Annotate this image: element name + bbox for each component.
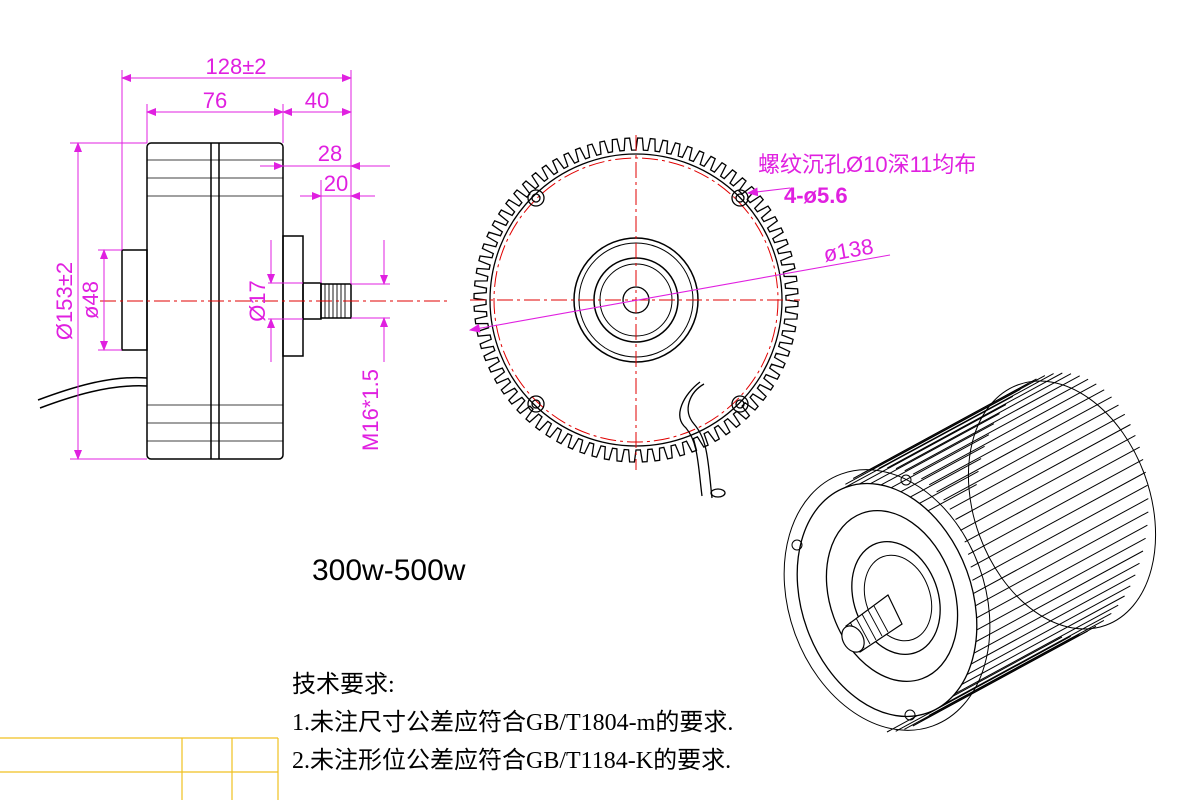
fin-3d: [972, 484, 1148, 581]
fin-3d: [895, 373, 1072, 470]
fin-3d: [878, 373, 1054, 470]
fin-3d: [973, 511, 1149, 608]
thread-holes-note: 螺纹沉孔Ø10深11均布: [758, 152, 976, 177]
dim-shaft-20: 20: [324, 171, 348, 196]
fin-3d: [955, 424, 1131, 520]
fin-3d: [970, 537, 1146, 634]
fin-3d: [949, 595, 1125, 692]
dim-body-length: 76: [203, 88, 227, 113]
bearing-3d: [851, 540, 941, 656]
dim-overall-length: 128±2: [205, 54, 266, 79]
requirements-title: 技术要求:: [292, 671, 395, 698]
fin-3d: [887, 372, 1063, 469]
fin-3d: [967, 550, 1144, 647]
fin-3d: [928, 389, 1105, 486]
mount-holes: [527, 189, 749, 413]
cable-side: [37, 376, 148, 401]
fin-3d: [972, 524, 1148, 621]
holes-note: 4-ø5.6: [784, 183, 848, 208]
fin-3d: [936, 396, 1112, 493]
back-face-3d: [967, 380, 1157, 630]
motor-3d-illustration: [783, 372, 1157, 733]
dim-shaft-total: 40: [305, 88, 329, 113]
fin-3d: [970, 471, 1146, 568]
fin-3d: [895, 635, 1071, 732]
front-hub: [282, 235, 304, 357]
dim-shaft-28: 28: [318, 141, 342, 166]
fin-3d: [973, 498, 1149, 595]
side-dimensions: [70, 70, 390, 460]
rear-hub: [121, 249, 148, 351]
fin-3d: [837, 395, 1014, 492]
pcd-note: ø138: [822, 234, 876, 267]
fin-3d: [921, 383, 1097, 480]
fin-3d: [904, 633, 1080, 730]
fin-3d: [928, 619, 1105, 716]
fin-3d: [861, 378, 1037, 475]
fin-3d: [964, 562, 1140, 659]
fin-3d: [960, 574, 1136, 671]
title-block: [0, 737, 279, 800]
power-range: 300w-500w: [312, 554, 466, 587]
front-dimensions: [468, 187, 891, 333]
fin-3d: [912, 630, 1089, 727]
fin-3d: [967, 458, 1144, 555]
dim-hub-diameter: ø48: [78, 281, 103, 319]
requirement-1: 1.未注尺寸公差应符合GB/T1804-m的要求.: [292, 709, 733, 736]
fin-3d: [943, 404, 1119, 501]
cable-front: [687, 383, 713, 499]
front-view: [470, 135, 800, 499]
fin-3d: [964, 446, 1140, 543]
fin-3d: [904, 375, 1080, 472]
requirement-2: 2.未注形位公差应符合GB/T1184-K的要求.: [292, 747, 731, 774]
fin-3d: [912, 378, 1089, 475]
dim-thread: M16*1.5: [358, 369, 383, 451]
fin-3d: [960, 434, 1136, 531]
fin-3d: [949, 413, 1126, 510]
fin-3d: [955, 585, 1131, 682]
dim-outer-diameter: Ø153±2: [52, 262, 77, 340]
fin-3d: [869, 375, 1046, 472]
fin-rim-3d: [783, 469, 991, 731]
fin-3d: [942, 604, 1119, 701]
dim-shaft-diameter: Ø17: [245, 280, 270, 322]
